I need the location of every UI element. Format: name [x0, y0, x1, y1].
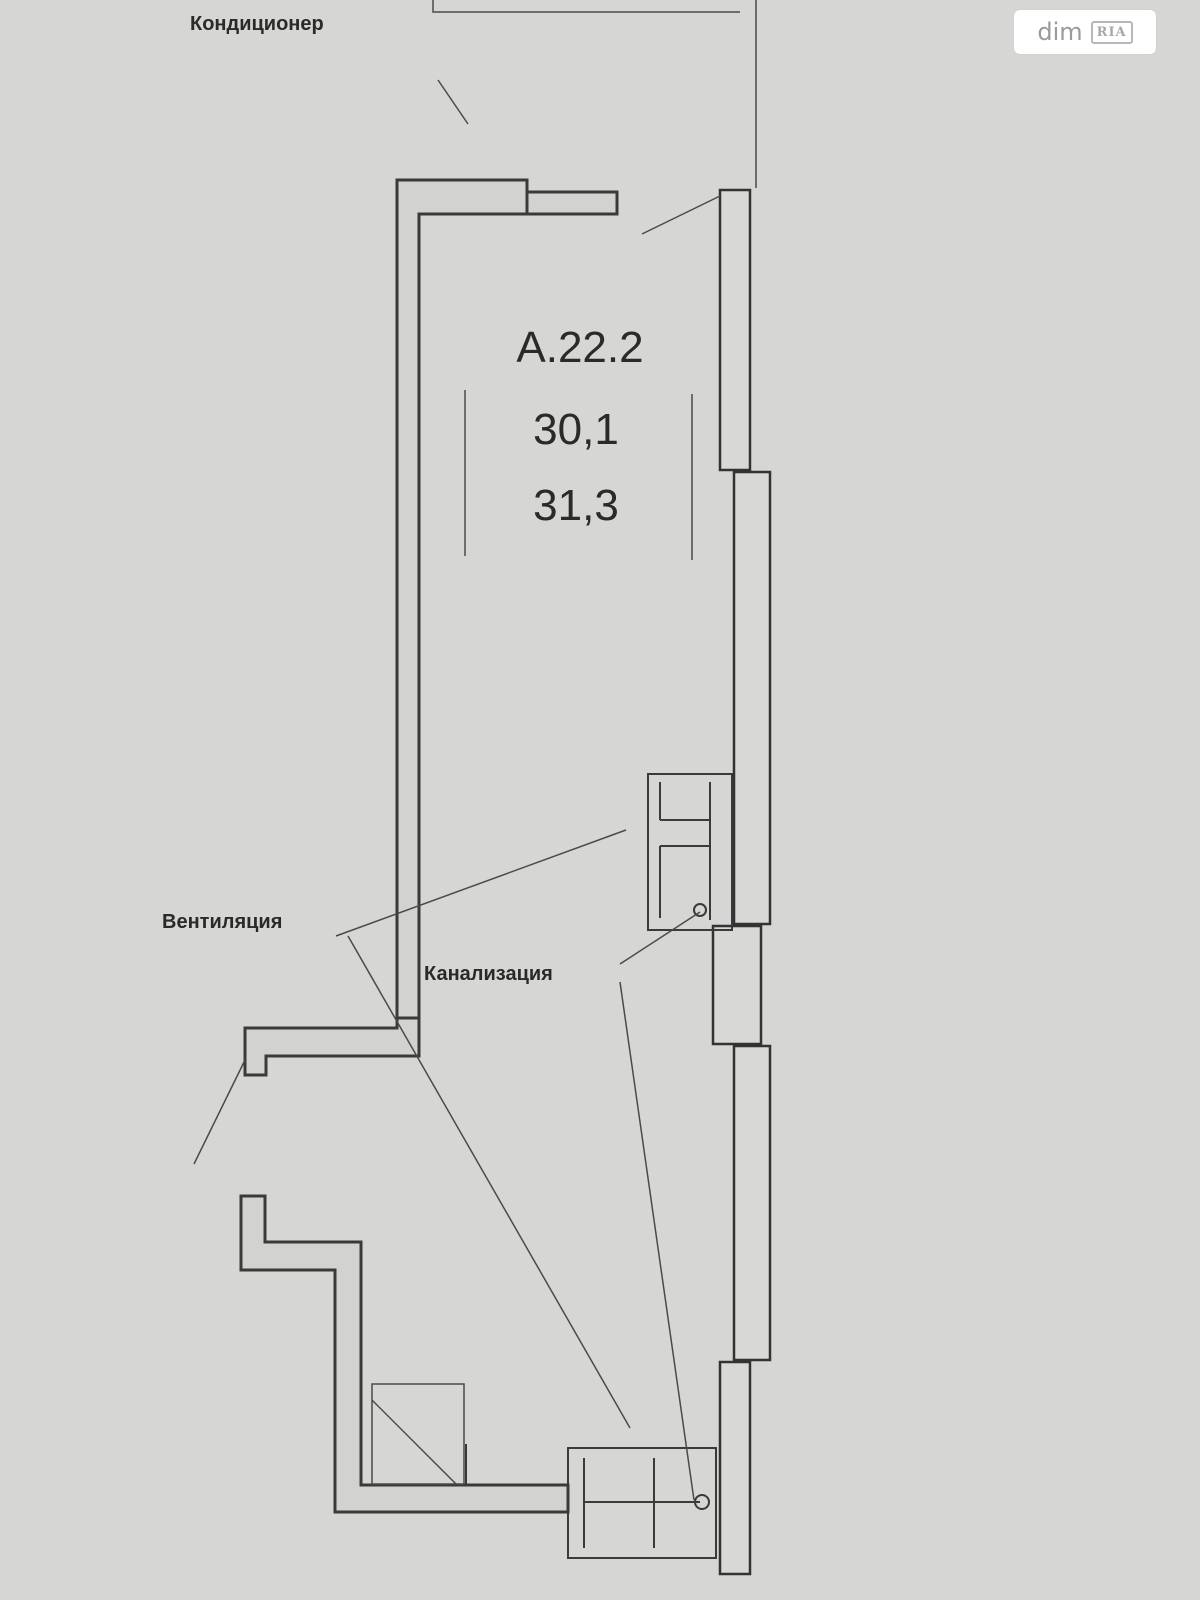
vent-leader: [335, 829, 627, 937]
top-ledge: [525, 190, 619, 216]
dimria-watermark: dim RIA: [1014, 10, 1156, 54]
ac-outline: [432, 0, 740, 13]
ac-leader: [437, 79, 469, 125]
kitchen-drain: [693, 903, 707, 917]
bath-drain: [694, 1494, 710, 1510]
left-wall-jog: [243, 1016, 421, 1077]
window-4: [718, 1360, 752, 1576]
vent-leader-2: [347, 935, 631, 1429]
closet-diag: [371, 1399, 457, 1485]
ria-logo-icon: RIA: [1090, 20, 1133, 44]
window-3: [732, 1044, 772, 1362]
sewage-label: Канализация: [424, 963, 553, 985]
air-conditioner-label: Кондиционер: [190, 13, 324, 35]
area-living: 30,1: [533, 405, 619, 454]
balcony-door: [711, 924, 763, 1046]
bath-block: [567, 1447, 717, 1559]
window-1: [718, 188, 752, 472]
sewage-leader-2: [619, 981, 695, 1501]
closet: [371, 1383, 465, 1485]
unit-code: А.22.2: [516, 323, 643, 372]
ventilation-label: Вентиляция: [162, 911, 282, 933]
window-2: [732, 470, 772, 926]
ac-leader-2: [641, 195, 721, 235]
watermark-text: dim: [1037, 18, 1083, 46]
vent-leader-3: [193, 1059, 246, 1165]
area-total: 31,3: [533, 481, 619, 530]
sewage-leader: [619, 911, 701, 965]
kitchen-block: [647, 773, 733, 931]
